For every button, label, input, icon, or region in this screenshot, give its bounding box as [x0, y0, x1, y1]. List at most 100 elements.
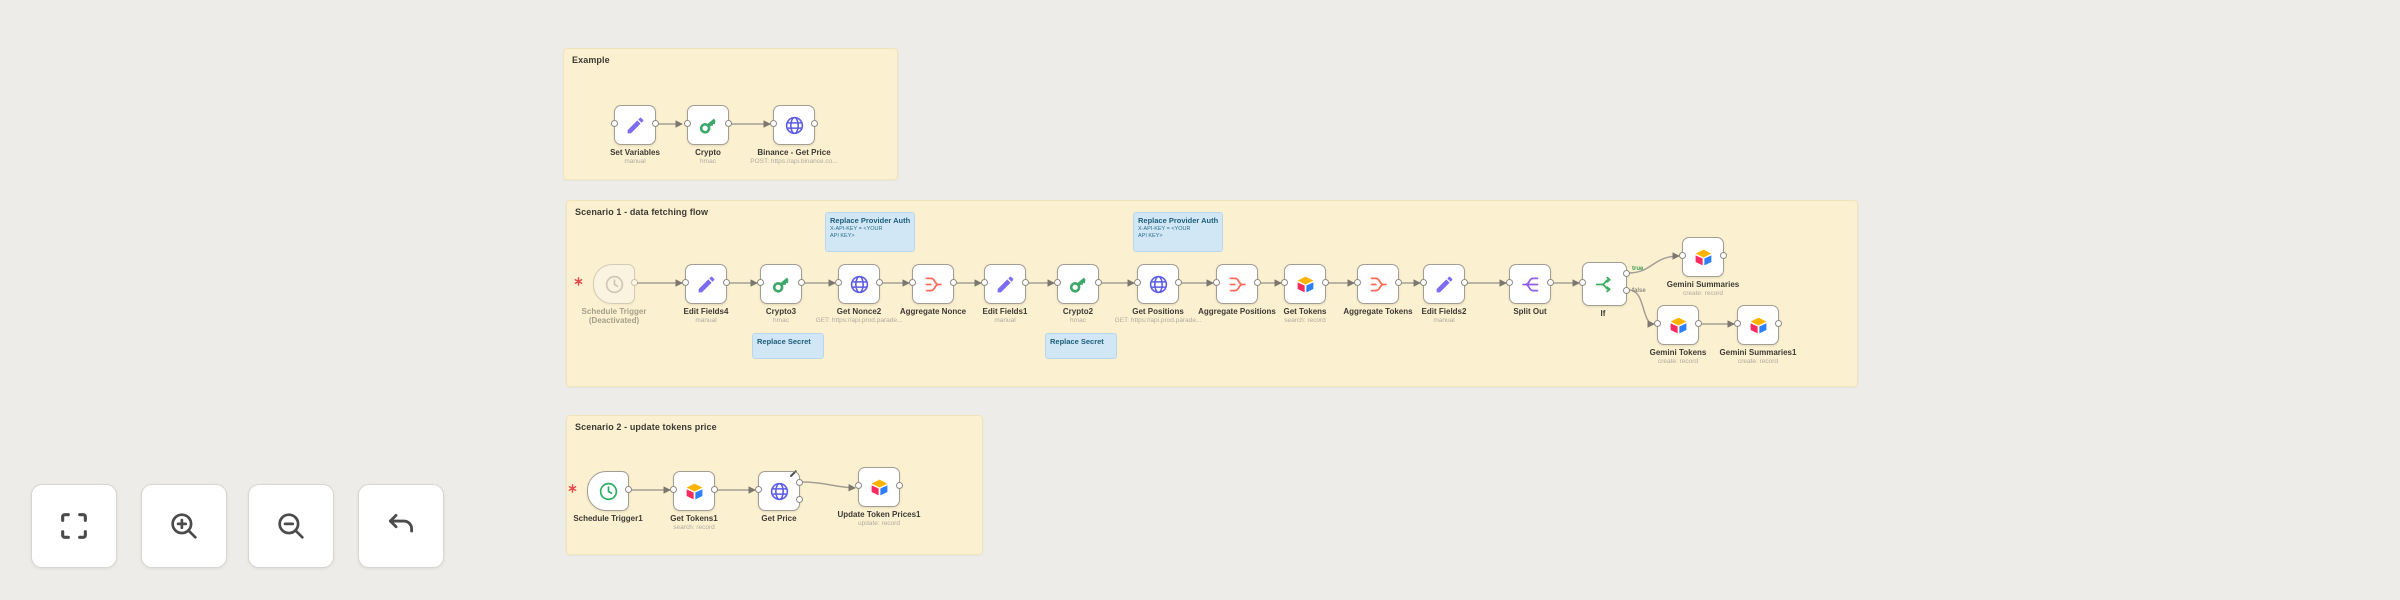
note-title: Replace Provider Auth — [830, 216, 911, 225]
node-aggregate-nonce[interactable]: Aggregate Nonce — [900, 264, 966, 316]
output-port[interactable] — [1322, 279, 1329, 286]
zoom-in-button[interactable] — [141, 484, 227, 568]
airtable-icon — [1748, 315, 1769, 336]
output-port[interactable] — [725, 120, 732, 127]
note-line: X-API-KEY = <YOUR — [1138, 226, 1191, 232]
output-port[interactable] — [1461, 279, 1468, 286]
pencil-icon — [995, 274, 1016, 295]
input-port[interactable] — [682, 279, 689, 286]
input-port[interactable] — [1654, 320, 1661, 327]
zoom-out-button[interactable] — [248, 484, 334, 568]
input-port[interactable] — [684, 120, 691, 127]
input-port[interactable] — [909, 279, 916, 286]
node-aggregate-positions[interactable]: Aggregate Positions — [1198, 264, 1276, 316]
output-port[interactable] — [896, 482, 903, 489]
note-replace-secret-1[interactable]: Replace Secret — [752, 333, 824, 359]
input-port[interactable] — [1734, 320, 1741, 327]
output-port[interactable] — [723, 279, 730, 286]
input-port[interactable] — [1134, 279, 1141, 286]
group-title: Scenario 2 - update tokens price — [575, 422, 717, 432]
if-false-label: false — [1632, 288, 1646, 294]
split-out-icon — [1520, 274, 1541, 295]
output-port[interactable] — [1254, 279, 1261, 286]
input-port[interactable] — [670, 486, 677, 493]
airtable-icon — [1693, 247, 1714, 268]
input-port[interactable] — [855, 482, 862, 489]
output-port[interactable] — [798, 279, 805, 286]
note-replace-secret-2[interactable]: Replace Secret — [1045, 333, 1117, 359]
input-port[interactable] — [1506, 279, 1513, 286]
output-port[interactable] — [631, 279, 638, 286]
node-aggregate-tokens[interactable]: Aggregate Tokens — [1343, 264, 1413, 316]
reset-zoom-button[interactable] — [358, 484, 444, 568]
output-port[interactable] — [1395, 279, 1402, 286]
output-port[interactable] — [711, 486, 718, 493]
output-port-true[interactable] — [1623, 270, 1630, 277]
note-badge-pencil-icon — [789, 469, 798, 478]
key-icon — [698, 115, 719, 136]
input-port[interactable] — [835, 279, 842, 286]
input-port[interactable] — [1354, 279, 1361, 286]
input-port[interactable] — [757, 279, 764, 286]
output-port[interactable] — [1547, 279, 1554, 286]
node-if[interactable]: If — [1579, 262, 1630, 318]
note-title: Replace Secret — [757, 337, 811, 346]
input-port[interactable] — [755, 486, 762, 493]
note-line: X-API-KEY = <YOUR — [830, 226, 883, 232]
output-port[interactable] — [1022, 279, 1029, 286]
input-port[interactable] — [1579, 279, 1586, 286]
input-port[interactable] — [1281, 279, 1288, 286]
output-port[interactable] — [652, 120, 659, 127]
airtable-icon — [684, 481, 705, 502]
input-port[interactable] — [611, 120, 618, 127]
note-replace-provider-auth-2[interactable]: Replace Provider Auth X-API-KEY = <YOUR … — [1133, 212, 1223, 252]
globe-icon — [1148, 274, 1169, 295]
error-indicator-icon — [568, 484, 577, 493]
output-port-main[interactable] — [796, 479, 803, 486]
output-port[interactable] — [811, 120, 818, 127]
output-port[interactable] — [950, 279, 957, 286]
input-port[interactable] — [770, 120, 777, 127]
output-port[interactable] — [1095, 279, 1102, 286]
aggregate-icon — [1227, 274, 1248, 295]
fit-view-button[interactable] — [31, 484, 117, 568]
output-port[interactable] — [625, 486, 632, 493]
output-port-false[interactable] — [1623, 287, 1630, 294]
note-replace-provider-auth-1[interactable]: Replace Provider Auth X-API-KEY = <YOUR … — [825, 212, 915, 252]
output-port-error[interactable] — [796, 496, 803, 503]
output-port[interactable] — [1695, 320, 1702, 327]
input-port[interactable] — [981, 279, 988, 286]
input-port[interactable] — [1679, 252, 1686, 259]
node-schedule-trigger1[interactable]: Schedule Trigger1 — [573, 471, 643, 523]
node-split-out[interactable]: Split Out — [1506, 264, 1554, 316]
input-port[interactable] — [1213, 279, 1220, 286]
output-port[interactable] — [1720, 252, 1727, 259]
output-port[interactable] — [1775, 320, 1782, 327]
aggregate-icon — [923, 274, 944, 295]
pencil-icon — [1434, 274, 1455, 295]
input-port[interactable] — [1054, 279, 1061, 286]
input-port[interactable] — [1420, 279, 1427, 286]
node-get-price[interactable]: Get Price — [755, 469, 803, 523]
output-port[interactable] — [1175, 279, 1182, 286]
output-port[interactable] — [876, 279, 883, 286]
note-line: API KEY> — [1138, 233, 1163, 239]
node-schedule-trigger[interactable]: Schedule Trigger(Deactivated) — [582, 264, 646, 325]
